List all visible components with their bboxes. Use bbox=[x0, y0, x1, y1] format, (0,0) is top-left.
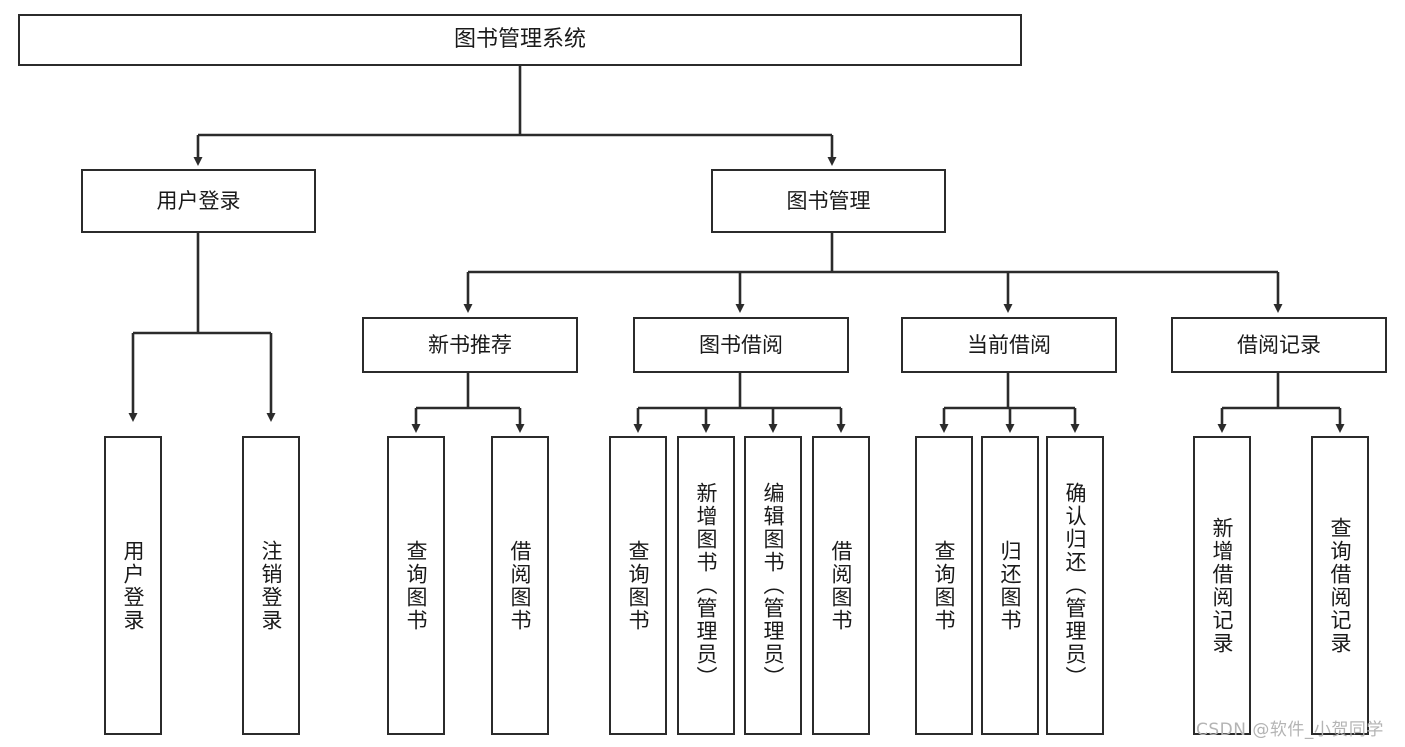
leaf-current-query-book[interactable]: 查询图书 bbox=[915, 436, 973, 735]
node-new-book-recommend[interactable]: 新书推荐 bbox=[362, 317, 578, 373]
leaf-borrow-borrow-book[interactable]: 借阅图书 bbox=[812, 436, 870, 735]
leaf-recommend-query-book[interactable]: 查询图书 bbox=[387, 436, 445, 735]
leaf-record-query-record[interactable]: 查询借阅记录 bbox=[1311, 436, 1369, 735]
leaf-user-login-signout[interactable]: 注销登录 bbox=[242, 436, 300, 735]
node-label: 查询借阅记录 bbox=[1328, 516, 1353, 655]
node-label: 查询图书 bbox=[626, 539, 651, 632]
node-label: 新书推荐 bbox=[428, 332, 512, 357]
node-label: 当前借阅 bbox=[967, 332, 1051, 357]
leaf-borrow-add-book-admin[interactable]: 新增图书（管理员） bbox=[677, 436, 735, 735]
node-label: 用户登录 bbox=[121, 539, 146, 632]
node-label: 查询图书 bbox=[932, 539, 957, 632]
csdn-watermark: CSDN @软件_小贺同学 bbox=[1196, 720, 1384, 740]
node-current-borrow[interactable]: 当前借阅 bbox=[901, 317, 1117, 373]
leaf-borrow-query-book[interactable]: 查询图书 bbox=[609, 436, 667, 735]
node-label: 注销登录 bbox=[259, 539, 284, 632]
node-label: 用户登录 bbox=[156, 188, 241, 213]
leaf-borrow-edit-book-admin[interactable]: 编辑图书（管理员） bbox=[744, 436, 802, 735]
node-borrow-record[interactable]: 借阅记录 bbox=[1171, 317, 1387, 373]
leaf-current-return-book[interactable]: 归还图书 bbox=[981, 436, 1039, 735]
node-label: 借阅图书 bbox=[508, 539, 533, 632]
leaf-recommend-borrow-book[interactable]: 借阅图书 bbox=[491, 436, 549, 735]
node-label: 新增借阅记录 bbox=[1210, 516, 1235, 655]
node-label: 归还图书 bbox=[998, 539, 1023, 632]
node-book-borrow[interactable]: 图书借阅 bbox=[633, 317, 849, 373]
node-label: 新增图书（管理员） bbox=[694, 482, 719, 689]
node-book-management[interactable]: 图书管理 bbox=[711, 169, 946, 233]
node-label: 编辑图书（管理员） bbox=[761, 482, 786, 689]
leaf-current-confirm-return-admin[interactable]: 确认归还（管理员） bbox=[1046, 436, 1104, 735]
node-root-system[interactable]: 图书管理系统 bbox=[18, 14, 1022, 66]
node-label: 图书管理系统 bbox=[453, 27, 586, 53]
leaf-user-login-signin[interactable]: 用户登录 bbox=[104, 436, 162, 735]
node-label: 图书管理 bbox=[786, 188, 871, 213]
node-label: 图书借阅 bbox=[699, 332, 783, 357]
node-label: 查询图书 bbox=[404, 539, 429, 632]
node-label: 确认归还（管理员） bbox=[1063, 482, 1088, 689]
leaf-record-add-record[interactable]: 新增借阅记录 bbox=[1193, 436, 1251, 735]
node-label: 借阅记录 bbox=[1237, 332, 1321, 357]
node-label: 借阅图书 bbox=[829, 539, 854, 632]
node-user-login[interactable]: 用户登录 bbox=[81, 169, 316, 233]
